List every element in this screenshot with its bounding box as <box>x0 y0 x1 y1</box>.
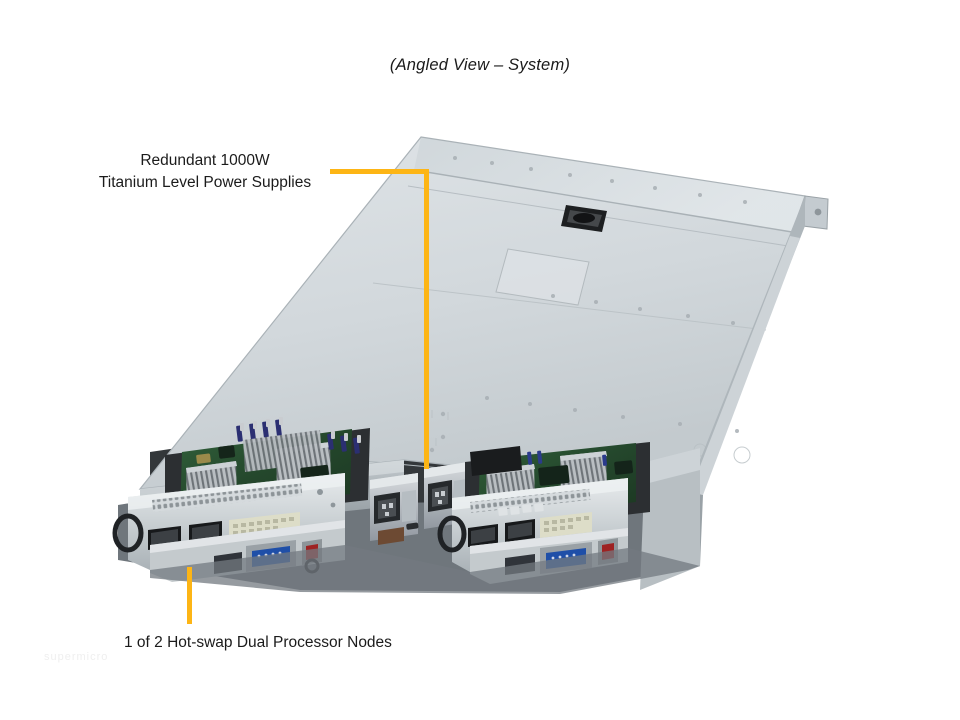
callout-psu-leader-vertical <box>424 169 429 469</box>
cover-latch <box>561 205 607 232</box>
chassis-right-rail <box>640 236 800 590</box>
page-title: (Angled View – System) <box>389 56 571 74</box>
callout-psu-leader-horizontal <box>330 169 429 174</box>
node-handle <box>112 513 144 553</box>
watermark: supermicro <box>44 651 109 663</box>
dimm-slots <box>236 417 361 454</box>
callout-psu-line2: Titanium Level Power Supplies <box>98 174 312 191</box>
callout-node-line1: 1 of 2 Hot-swap Dual Processor Nodes <box>124 634 392 651</box>
power-supply-modules <box>370 462 469 545</box>
callout-node-text: 1 of 2 Hot-swap Dual Processor Nodes <box>60 632 564 654</box>
callout-psu-text: Redundant 1000W Titanium Level Power Sup… <box>80 150 330 194</box>
callout-node-leader-vertical <box>187 567 192 624</box>
callout-psu-line1: Redundant 1000W <box>140 152 270 169</box>
